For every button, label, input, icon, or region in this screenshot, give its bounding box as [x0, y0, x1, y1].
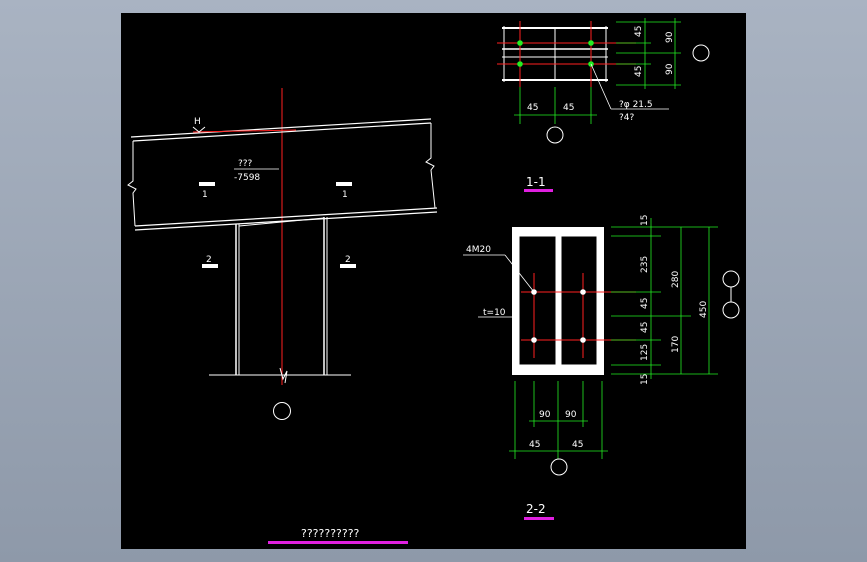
s1-bolt-hole	[517, 40, 523, 46]
break-line-left	[127, 141, 137, 227]
s1-dim-bottom-1: 45	[527, 103, 538, 113]
s2-dim-right-4: 45	[640, 322, 650, 333]
section-1-label-left: 1	[202, 190, 208, 200]
s2-dim-bottom-3: 45	[529, 440, 540, 450]
s2-dim-right-3: 45	[640, 298, 650, 309]
s2-axis-bubble-right-1	[722, 270, 740, 288]
column-break-mark	[279, 367, 288, 384]
s2-anchor-bolt	[580, 289, 586, 295]
section-2-label-left: 2	[206, 255, 212, 265]
s2-dim-mid-2: 170	[671, 336, 681, 353]
s2-bolt-leader	[504, 254, 535, 293]
s1-axis-bubble	[546, 126, 564, 144]
s2-dim-outer: 450	[699, 301, 709, 318]
s1-title: 1-1	[526, 175, 546, 189]
s2-cell-right	[560, 235, 598, 366]
s2-axis-bubble-bottom	[550, 458, 568, 476]
drawing-canvas: H ??? -7598 1 1 2	[121, 13, 746, 549]
s2-title-underline	[524, 517, 554, 520]
s2-dim-right-1: 15	[640, 215, 650, 226]
beam-top-edge-inner	[132, 122, 432, 142]
s2-title: 2-2	[526, 502, 546, 516]
s2-dim-bottom-4: 45	[572, 440, 583, 450]
s1-dim-right-3: 45	[634, 66, 644, 77]
beam-bottom-edge-inner	[134, 211, 438, 231]
s2-plate-note: t=10	[483, 308, 506, 318]
beam-bottom-edge	[134, 207, 438, 227]
column-cap	[238, 217, 325, 227]
s1-bolt-hole	[517, 61, 523, 67]
s1-dim-right-1: 45	[634, 26, 644, 37]
s1-axis-bubble-right	[692, 44, 710, 62]
s2-bolt-note: 4M20	[466, 245, 491, 255]
s1-bolt-hole	[588, 40, 594, 46]
s1-dim-right-2: 90	[665, 31, 675, 43]
axis-bubble	[273, 402, 291, 420]
s1-dim-right-4: 90	[665, 63, 675, 75]
s2-dim-bottom-2: 90	[565, 410, 577, 420]
level-line	[192, 129, 297, 133]
drawing-title-underline	[268, 541, 408, 544]
s1-dim-bottom-2: 45	[563, 103, 574, 113]
s2-dim-bottom-1: 90	[539, 410, 551, 420]
cad-drawing: H ??? -7598 1 1 2	[127, 18, 740, 544]
section-2-label-right: 2	[345, 255, 351, 265]
level-annotation: ???	[238, 159, 253, 169]
s2-dim-right-2: 235	[640, 256, 650, 273]
section-2-marker-right	[340, 264, 356, 268]
s1-title-underline	[524, 189, 553, 192]
section-1-label-right: 1	[342, 190, 348, 200]
s2-cell-left	[518, 235, 557, 366]
level-mark-text: H	[194, 117, 201, 127]
section-2-2: 4M20 t=10 15 235 45 45 125	[463, 215, 740, 520]
beam-top-edge	[130, 118, 432, 138]
section-1-marker-left	[199, 182, 215, 186]
s2-dim-right-5: 125	[640, 344, 650, 361]
s2-anchor-bolt	[580, 337, 586, 343]
break-line-right	[425, 123, 436, 209]
level-mark-icon	[192, 126, 206, 133]
section-1-marker-right	[336, 182, 352, 186]
section-1-1: 45 45 45 90 45 90 ?φ 21.5 ?	[497, 18, 710, 192]
s2-dim-right-6: 15	[640, 374, 650, 385]
section-2-marker-left	[202, 264, 218, 268]
s1-hole-note: ?φ 21.5	[619, 100, 653, 110]
elevation-view: H ??? -7598 1 1 2	[127, 88, 438, 420]
drawing-title: ??????????	[301, 527, 360, 540]
level-value: -7598	[234, 173, 260, 183]
s1-hole-note-2: ?4?	[619, 113, 635, 123]
s1-hole-leader	[590, 63, 612, 110]
s2-anchor-bolt	[531, 337, 537, 343]
s2-axis-bubble-right-2	[722, 301, 740, 319]
s2-dim-mid-1: 280	[671, 271, 681, 288]
